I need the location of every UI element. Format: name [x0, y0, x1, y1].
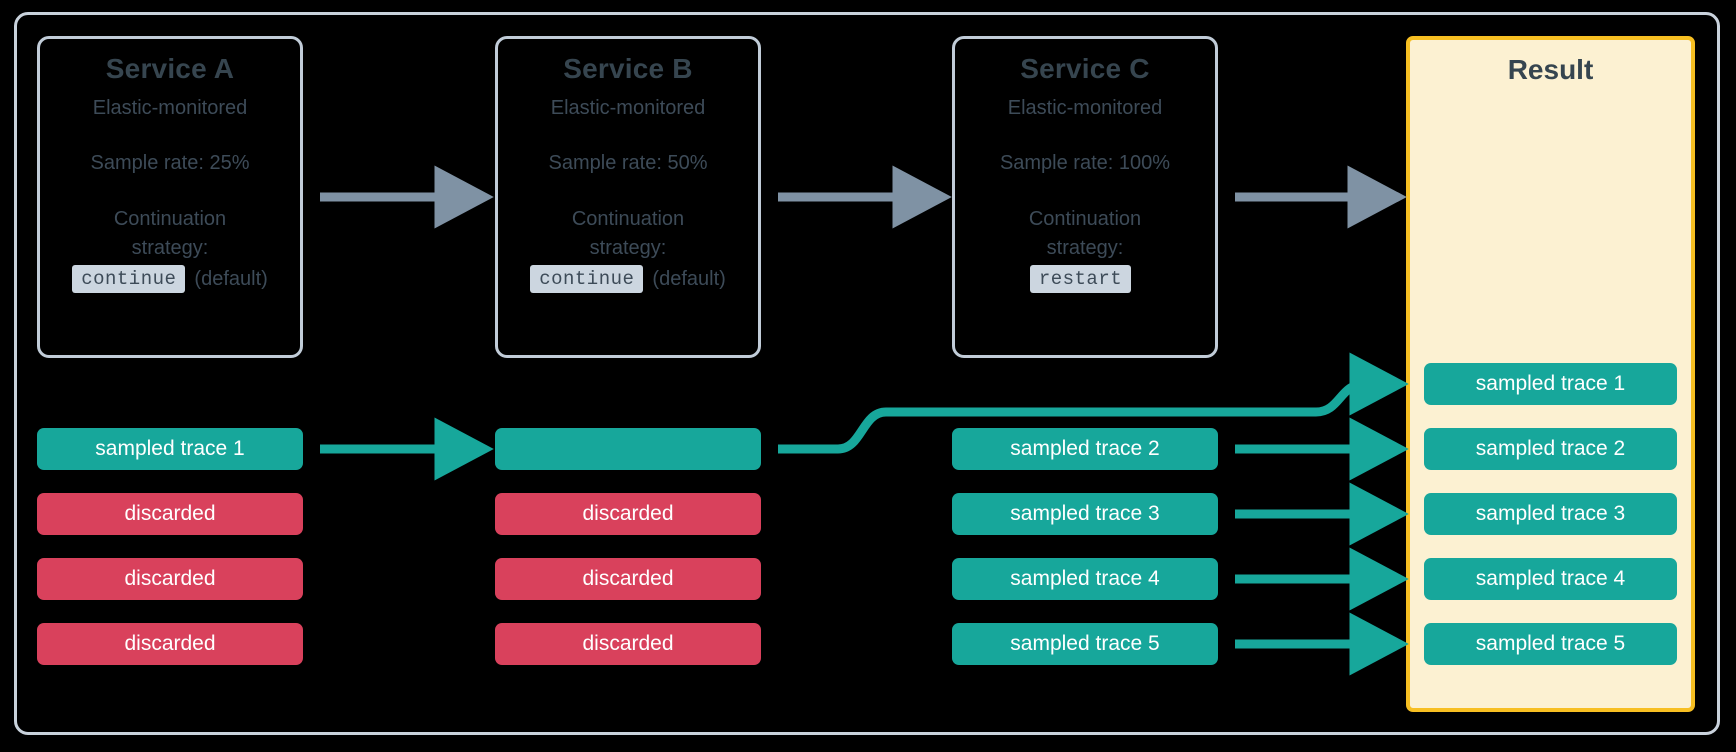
- trace-bar-a-4: discarded: [37, 623, 303, 665]
- trace-bar-a-1: sampled trace 1: [37, 428, 303, 470]
- service-card-b: Service B Elastic-monitored Sample rate:…: [495, 36, 761, 358]
- service-b-strategy-row: continue (default): [530, 265, 726, 293]
- trace-bar-b-1: [495, 428, 761, 470]
- service-a-strategy-row: continue (default): [72, 265, 268, 293]
- result-trace-2: sampled trace 2: [1424, 428, 1677, 470]
- service-a-subtitle: Elastic-monitored: [92, 97, 248, 119]
- service-card-c: Service C Elastic-monitored Sample rate:…: [952, 36, 1218, 358]
- trace-bar-a-3: discarded: [37, 558, 303, 600]
- trace-bar-b-4: discarded: [495, 623, 761, 665]
- service-b-strategy-note: (default): [652, 267, 726, 290]
- service-b-title: Service B: [563, 53, 693, 84]
- trace-bar-c-2: sampled trace 3: [952, 493, 1218, 535]
- result-trace-5: sampled trace 5: [1424, 623, 1677, 665]
- service-b-subtitle: Elastic-monitored: [550, 97, 706, 119]
- trace-bar-c-3: sampled trace 4: [952, 558, 1218, 600]
- service-a-strategy-note: (default): [194, 267, 268, 290]
- result-trace-3: sampled trace 3: [1424, 493, 1677, 535]
- service-b-strategy-code: continue: [530, 265, 644, 293]
- service-c-subtitle: Elastic-monitored: [1007, 97, 1163, 119]
- service-c-title: Service C: [1020, 53, 1150, 84]
- trace-bar-c-1: sampled trace 2: [952, 428, 1218, 470]
- trace-bar-b-2: discarded: [495, 493, 761, 535]
- result-trace-4: sampled trace 4: [1424, 558, 1677, 600]
- trace-bar-a-2: discarded: [37, 493, 303, 535]
- service-card-a: Service A Elastic-monitored Sample rate:…: [37, 36, 303, 358]
- service-a-sample-rate: Sample rate: 25%: [90, 152, 250, 174]
- trace-bar-b-3: discarded: [495, 558, 761, 600]
- service-c-sample-rate: Sample rate: 100%: [999, 152, 1171, 174]
- service-a-title: Service A: [105, 53, 235, 84]
- service-c-strategy-row: restart: [1029, 265, 1140, 293]
- service-a-strategy-code: continue: [72, 265, 186, 293]
- result-trace-1: sampled trace 1: [1424, 363, 1677, 405]
- service-c-strategy-code: restart: [1029, 265, 1132, 293]
- trace-bar-c-4: sampled trace 5: [952, 623, 1218, 665]
- result-title: Result: [1507, 54, 1594, 85]
- service-b-sample-rate: Sample rate: 50%: [548, 152, 708, 174]
